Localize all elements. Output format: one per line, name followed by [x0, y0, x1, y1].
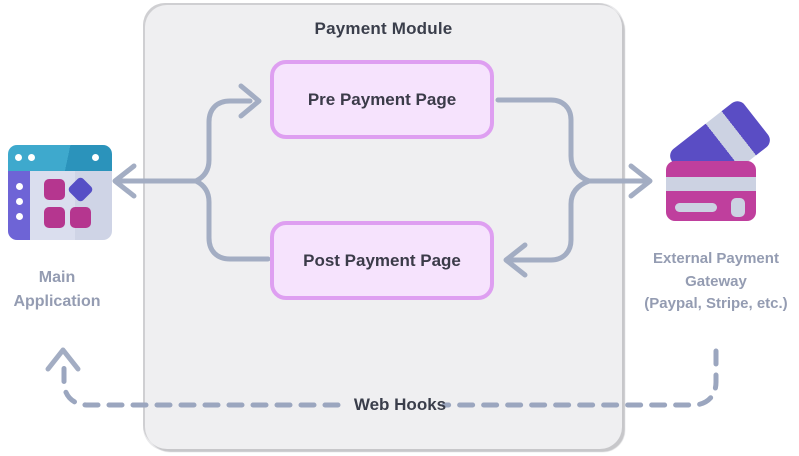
card-chip [731, 198, 745, 217]
post-payment-page-label: Post Payment Page [303, 250, 461, 270]
pre-payment-page-node: Pre Payment Page [270, 60, 494, 139]
sidebar-dot-icon [16, 213, 23, 220]
card-signature-bar [675, 203, 717, 212]
window-dot-icon [28, 154, 35, 161]
window-dot-icon [92, 154, 99, 161]
app-tile-icon [70, 207, 91, 228]
window-dot-icon [15, 154, 22, 161]
main-application-label: Main Application [13, 269, 101, 310]
sidebar-dot-icon [16, 183, 23, 190]
external-gateway-label-sub: (Paypal, Stripe, etc.) [644, 295, 788, 312]
sidebar-dot-icon [16, 198, 23, 205]
webhooks-up-arrowhead [45, 347, 81, 372]
app-tile-icon [44, 207, 65, 228]
app-window-body [30, 171, 112, 240]
external-gateway-label: External Payment Gateway (Paypal, Stripe… [628, 248, 799, 316]
app-window-sidebar [8, 171, 30, 240]
app-tile-icon [44, 179, 65, 200]
post-payment-page-node: Post Payment Page [270, 221, 494, 300]
card-magnetic-stripe [666, 177, 756, 191]
payment-module-title: Payment Module [314, 19, 453, 38]
app-window-titlebar [8, 145, 112, 171]
pre-payment-page-label: Pre Payment Page [307, 89, 457, 109]
front-credit-card-icon [666, 161, 756, 221]
credit-cards-icon [664, 97, 774, 226]
webhooks-label: Web Hooks [353, 395, 447, 414]
app-window-icon [8, 145, 112, 240]
external-gateway-label-main: External Payment Gateway [653, 250, 779, 290]
